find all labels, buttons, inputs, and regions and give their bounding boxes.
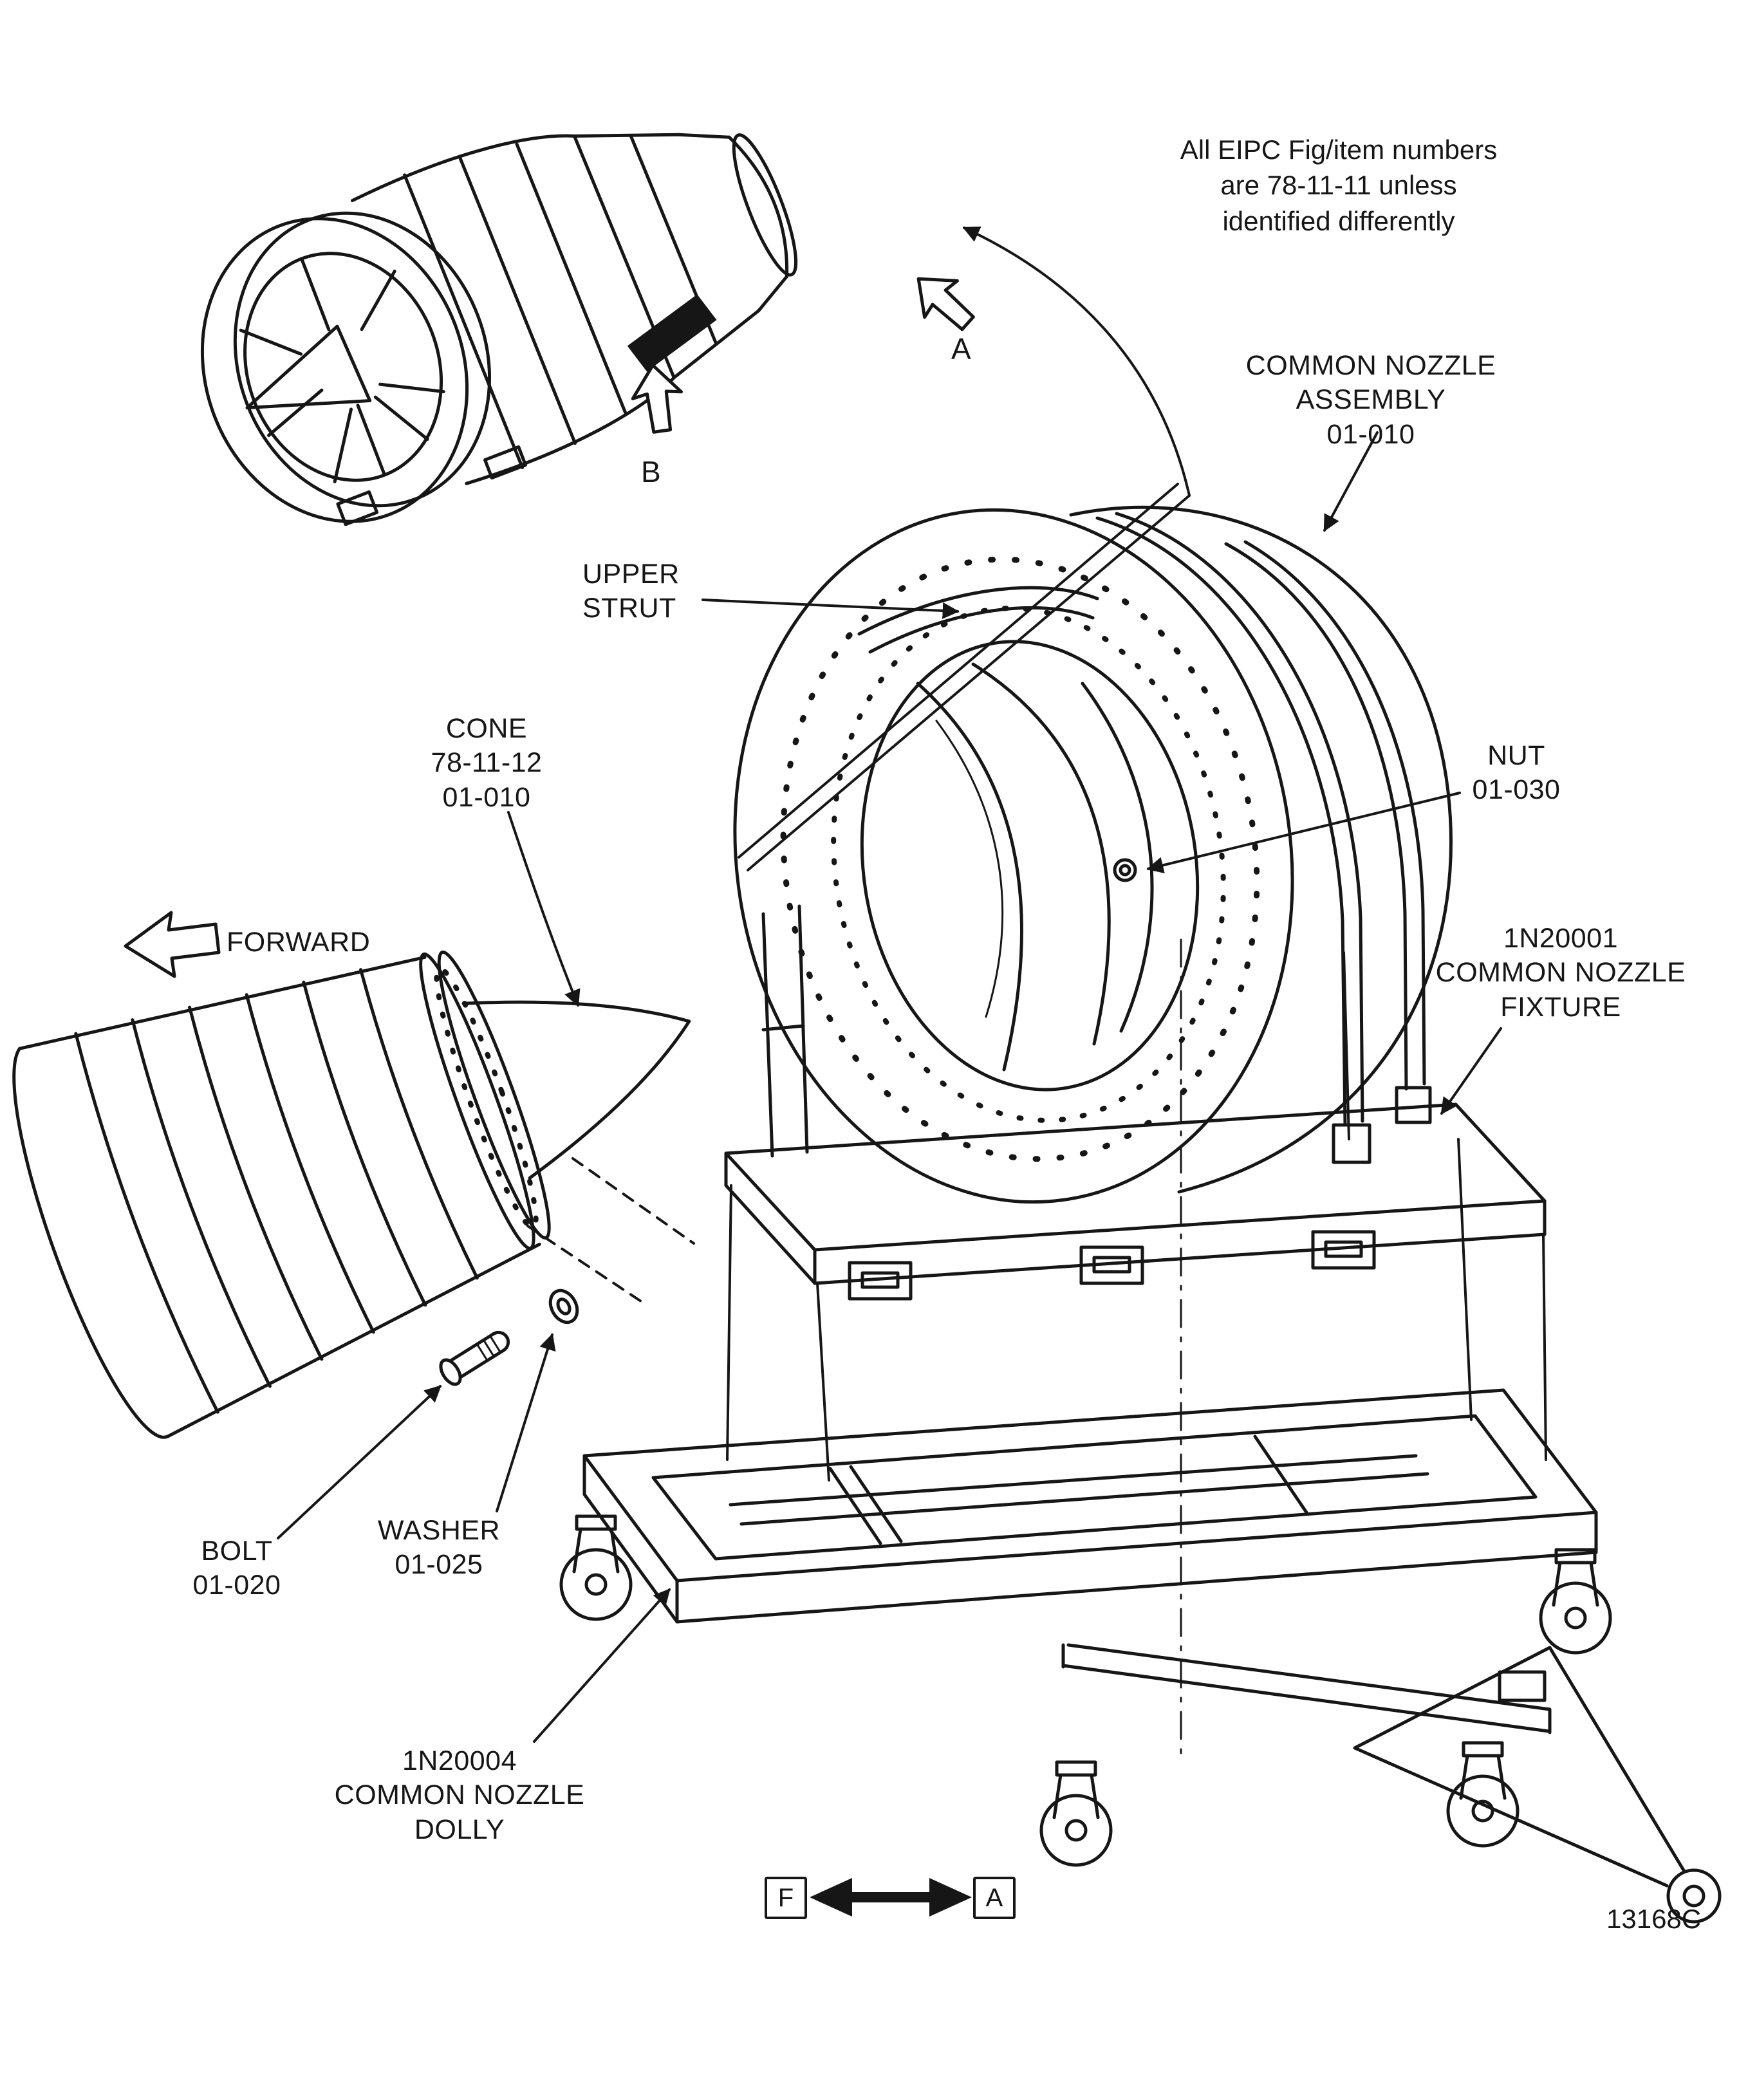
bolt-drawing — [439, 1330, 510, 1386]
label-line: 01-010 — [1326, 418, 1415, 450]
caster-wheel — [1541, 1550, 1610, 1653]
label-cone: CONE 78-11-12 01-010 — [390, 712, 583, 815]
caster-wheel — [1041, 1762, 1111, 1865]
caster-wheel — [561, 1516, 631, 1619]
label-line: DOLLY — [414, 1814, 505, 1845]
label-line: COMMON NOZZLE — [1435, 957, 1686, 989]
removal-path-arrow — [738, 227, 1191, 871]
label-view-b: B — [641, 455, 661, 488]
label-upper-strut: UPPER STRUT — [582, 557, 756, 626]
label-line: 01-010 — [442, 781, 531, 813]
label-fixture: 1N20001 COMMON NOZZLE FIXTURE — [1406, 922, 1715, 1025]
label-view-a: A — [951, 332, 971, 366]
label-line: ASSEMBLY — [1296, 384, 1446, 416]
label-line: FIXTURE — [1500, 991, 1621, 1023]
label-dolly: 1N20004 COMMON NOZZLE DOLLY — [299, 1744, 620, 1847]
label-bolt: BOLT 01-020 — [156, 1534, 317, 1603]
common-nozzle-assembly-drawing — [733, 505, 1453, 1204]
label-line: 1N20004 — [402, 1745, 517, 1776]
legend-a-box: A — [973, 1877, 1016, 1919]
label-line: 78-11-12 — [431, 747, 543, 779]
label-forward: FORWARD — [227, 927, 371, 958]
label-line: UPPER — [582, 559, 680, 590]
label-line: CONE — [445, 713, 528, 744]
leader-lines — [277, 431, 1502, 1743]
label-washer: WASHER 01-025 — [358, 1514, 519, 1583]
legend-f-box: F — [765, 1877, 807, 1919]
eipc-note: All EIPC Fig/item numbers are 78-11-11 u… — [1120, 132, 1557, 239]
engine-aft-section-drawing — [12, 951, 691, 1439]
label-line: COMMON NOZZLE — [334, 1779, 585, 1811]
label-common-nozzle-assembly: COMMON NOZZLE ASSEMBLY 01-010 — [1210, 349, 1532, 452]
eipc-note-line: are 78-11-11 unless — [1220, 170, 1457, 201]
label-nut: NUT 01-030 — [1436, 739, 1597, 808]
label-line: WASHER — [377, 1515, 501, 1546]
label-line: 01-030 — [1472, 774, 1561, 806]
label-line: 01-025 — [395, 1549, 483, 1581]
washer-drawing — [548, 1288, 579, 1324]
eipc-note-line: identified differently — [1222, 205, 1455, 236]
label-line: 1N20001 — [1503, 923, 1619, 954]
label-line: COMMON NOZZLE — [1245, 350, 1496, 381]
figure-number: 13168C — [1606, 1904, 1702, 1934]
label-line: 01-020 — [192, 1570, 281, 1601]
arrow-b-icon — [631, 364, 683, 434]
common-nozzle-dolly-drawing — [561, 938, 1722, 1924]
common-nozzle-fixture-drawing — [724, 1102, 1547, 1301]
removed-powerplant-drawing — [200, 133, 798, 526]
mating-dashed-lines — [526, 1157, 695, 1305]
legend-double-arrow — [810, 1878, 972, 1917]
label-line: STRUT — [582, 593, 676, 624]
forward-arrow-icon — [124, 911, 221, 978]
label-line: NUT — [1487, 740, 1545, 771]
eipc-note-line: All EIPC Fig/item numbers — [1180, 135, 1498, 165]
label-line: BOLT — [201, 1536, 273, 1566]
arrow-a-icon — [916, 277, 975, 331]
tow-bar — [1353, 1646, 1722, 1924]
